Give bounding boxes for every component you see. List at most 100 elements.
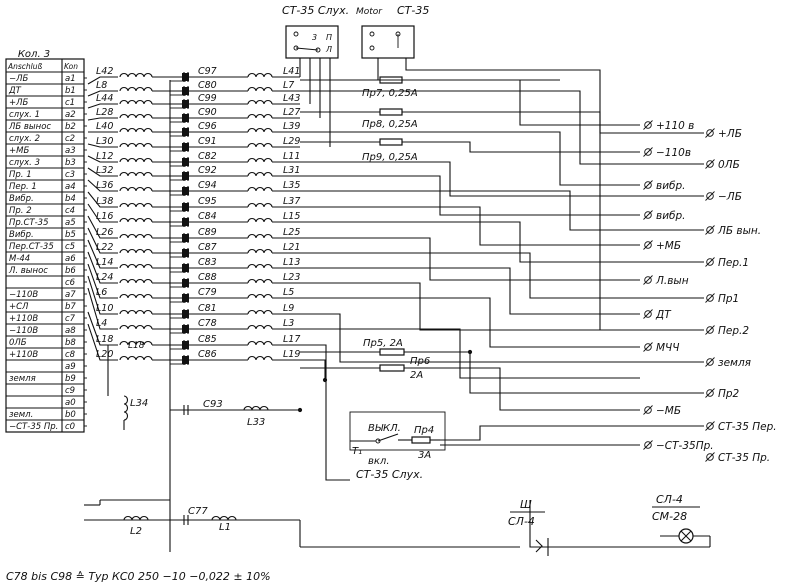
wire <box>300 328 640 379</box>
inductor-in <box>119 99 153 105</box>
inductor-out <box>247 233 273 239</box>
output-label: МЧЧ <box>656 342 679 354</box>
terminal-slash <box>643 309 653 319</box>
inductor-out <box>247 202 273 208</box>
fuse-pr4 <box>411 436 431 444</box>
wire <box>300 252 704 299</box>
relay-left-box <box>285 25 339 59</box>
switch-name: T₁ <box>352 446 362 457</box>
inductor-out-label: L31 <box>283 165 300 176</box>
inductor-out-label: L3 <box>283 318 294 329</box>
terminal-slash <box>705 421 715 431</box>
capacitor-block <box>182 172 189 180</box>
inductor-l33 <box>243 405 269 411</box>
inductor-out <box>247 248 273 254</box>
table-row-pin: c3 <box>65 170 75 180</box>
relay-contact-p: П <box>326 33 332 42</box>
inductor-in-label: L10 <box>96 303 113 314</box>
output-label: вибр. <box>656 180 686 192</box>
wire <box>300 282 704 331</box>
table-row-label: +СЛ <box>9 302 29 312</box>
lamp-cross <box>680 530 692 542</box>
terminal-slash <box>643 342 653 352</box>
terminal-slash <box>643 120 653 130</box>
table-row-pin: a4 <box>65 182 76 192</box>
terminal-ring <box>644 406 652 414</box>
table-row-pin: a8 <box>65 326 76 336</box>
filter-input-lead <box>87 323 118 361</box>
table-row-label: −110В <box>9 290 38 300</box>
output-terminal <box>643 309 653 319</box>
inductor-in-label: L26 <box>96 227 113 238</box>
fuse-pr9 <box>379 138 403 146</box>
filter-input-lead <box>87 117 118 121</box>
output-terminal <box>705 452 715 462</box>
terminal-slash <box>643 210 653 220</box>
inductor-out-label: L7 <box>283 80 294 91</box>
inductor-out <box>247 278 273 284</box>
table-row-pin: c1 <box>65 98 75 108</box>
table-row-pin: b6 <box>65 266 76 276</box>
connector-symbol <box>535 539 543 553</box>
inductor-in-label: L20 <box>96 349 113 360</box>
terminal-ring <box>706 226 714 234</box>
capacitor-label: C87 <box>198 242 217 253</box>
inductor-in <box>119 86 153 92</box>
inductor-out <box>247 99 273 105</box>
output-label: Л.вын <box>655 275 689 287</box>
capacitor-block <box>182 279 189 287</box>
terminal-ring <box>644 211 652 219</box>
output-terminal <box>705 357 715 367</box>
table-row-pin: c7 <box>65 314 76 324</box>
output-terminal <box>643 275 653 285</box>
table-row-label: слух. 3 <box>9 158 40 168</box>
terminal-ring <box>706 258 714 266</box>
output-terminal <box>705 421 715 431</box>
table-row-pin: a5 <box>65 218 76 228</box>
output-label: ЛБ вын. <box>717 225 761 237</box>
capacitor-label: C94 <box>198 180 217 191</box>
inductor-in-label: L18 <box>96 334 113 345</box>
inductor-l2 <box>123 515 149 521</box>
inductor-out <box>247 72 273 78</box>
terminal-slash <box>705 225 715 235</box>
inductor-in-label: L42 <box>96 66 113 77</box>
terminal-ring <box>706 389 714 397</box>
capacitor-label: C88 <box>198 272 217 283</box>
inductor-in <box>119 309 153 315</box>
inductor-in-label: L8 <box>96 80 107 91</box>
table-row-label: Пр. 1 <box>9 170 32 180</box>
fuse-pr7-label: Пр7, 0,25А <box>362 88 418 99</box>
terminal-ring <box>644 276 652 284</box>
wire <box>404 367 640 411</box>
terminal-slash <box>643 240 653 250</box>
output-label: СТ-35 Пр. <box>718 452 770 464</box>
inductor-in <box>119 355 153 361</box>
terminal-slash <box>643 180 653 190</box>
filter-input-lead <box>87 251 118 284</box>
output-terminal <box>705 257 715 267</box>
table-row-label: +110В <box>9 314 38 324</box>
connector-top-label: Ш <box>520 498 532 511</box>
inductor-out <box>247 157 273 163</box>
capacitor-label: C81 <box>198 303 217 314</box>
relay-right-box <box>361 25 415 59</box>
inductor-in <box>119 263 153 269</box>
inductor-out-label: L5 <box>283 287 294 298</box>
table-row-label: Вибр. <box>9 194 34 204</box>
terminal-slash <box>705 257 715 267</box>
fuse-pr8 <box>379 108 403 116</box>
filter-input-lead <box>87 155 118 163</box>
junction-dot <box>297 407 303 413</box>
inductor-l1-label: L1 <box>219 522 231 533</box>
inductor-in-label: L6 <box>96 287 107 298</box>
